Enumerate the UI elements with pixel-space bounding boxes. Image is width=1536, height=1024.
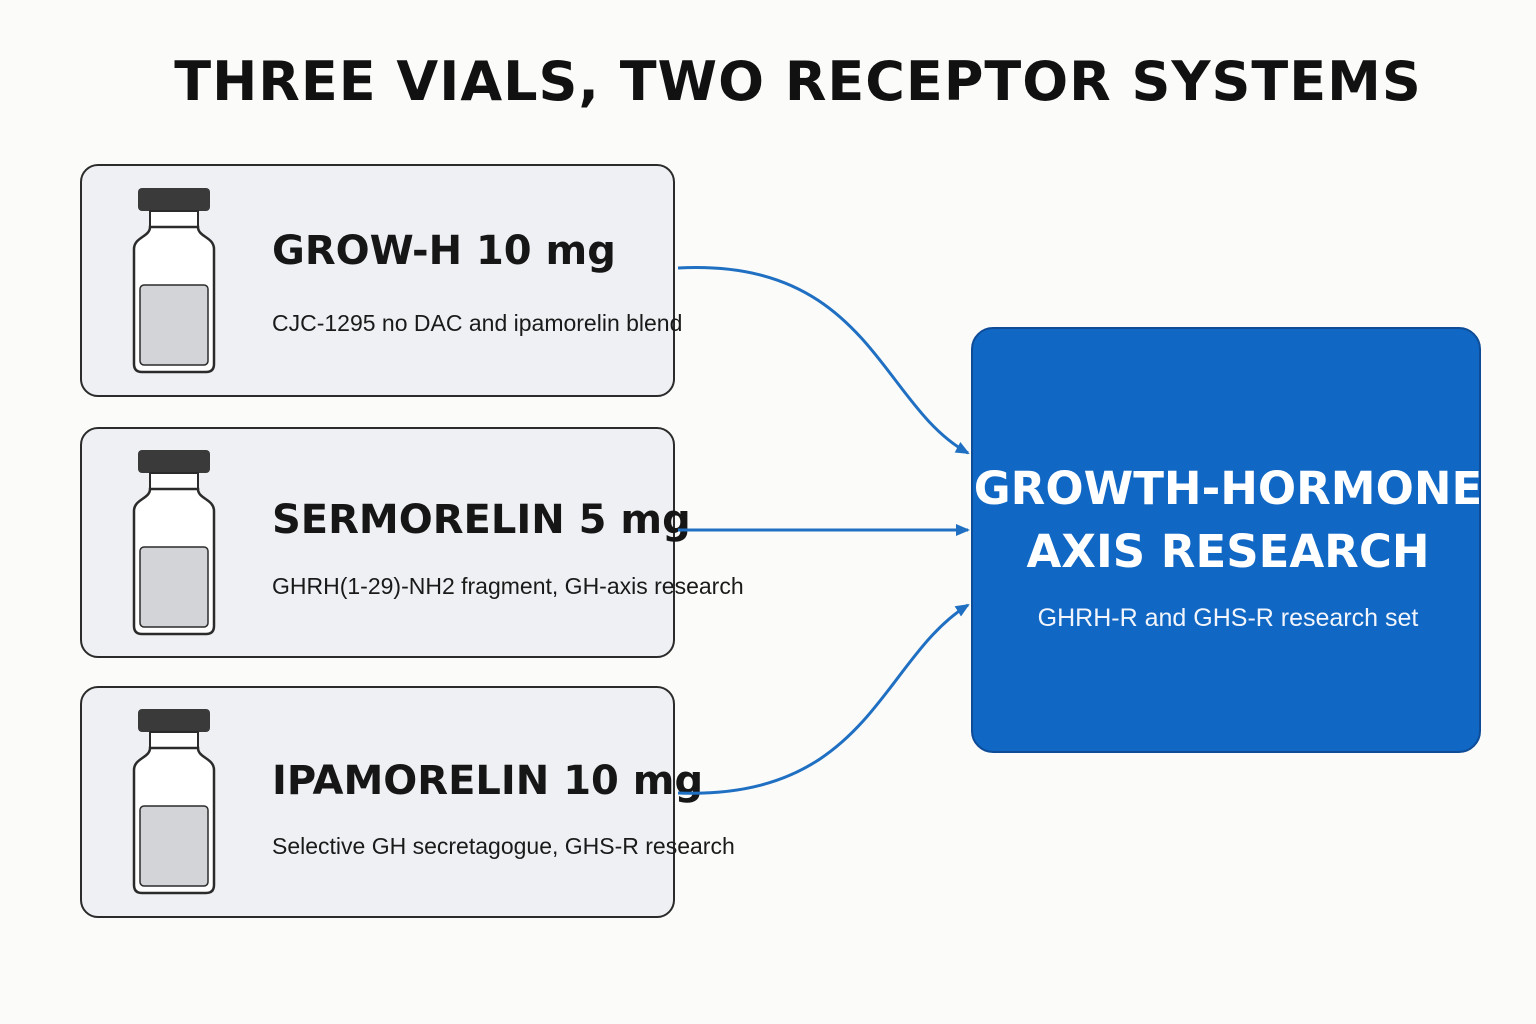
target-title: GROWTH-HORMONE AXIS RESEARCH xyxy=(973,457,1483,583)
growth-hormone-axis-box: GROWTH-HORMONE AXIS RESEARCH GHRH-R and … xyxy=(971,327,1483,753)
vial-card-ipamorelin: IPAMORELIN 10 mg Selective GH secretagog… xyxy=(80,686,735,918)
vial-description: GHRH(1-29)-NH2 fragment, GH-axis researc… xyxy=(272,573,744,599)
arrow-ipamorelin xyxy=(677,603,970,795)
vial-card-grow-h: GROW-H 10 mg CJC-1295 no DAC and ipamore… xyxy=(80,164,682,397)
target-subtitle: GHRH-R and GHS-R research set xyxy=(1037,604,1419,632)
vial-icon xyxy=(132,709,216,895)
page-title: THREE VIALS, TWO RECEPTOR SYSTEMS xyxy=(174,50,1422,113)
vial-name: SERMORELIN 5 mg xyxy=(272,497,691,543)
vial-icon xyxy=(132,450,216,636)
target-title-line2: AXIS RESEARCH xyxy=(1026,525,1430,578)
vial-name: IPAMORELIN 10 mg xyxy=(272,758,704,804)
arrow-grow-h xyxy=(677,266,970,455)
vial-icon xyxy=(132,188,216,374)
target-title-line1: GROWTH-HORMONE xyxy=(973,462,1483,515)
vial-description: Selective GH secretagogue, GHS-R researc… xyxy=(272,833,735,859)
vial-card-sermorelin: SERMORELIN 5 mg GHRH(1-29)-NH2 fragment,… xyxy=(80,427,744,658)
vial-name: GROW-H 10 mg xyxy=(272,228,616,274)
vial-description: CJC-1295 no DAC and ipamorelin blend xyxy=(272,310,683,336)
